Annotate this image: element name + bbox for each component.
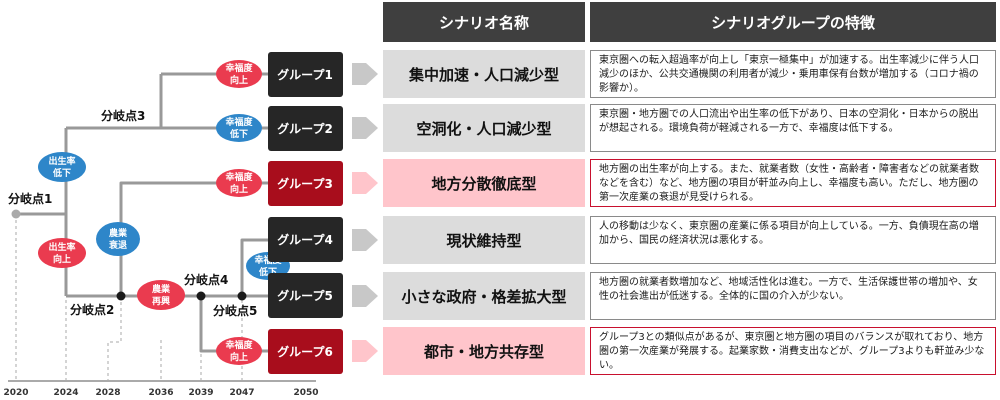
scenario-name-group2: 空洞化・人口減少型 <box>383 104 585 152</box>
group4-label: グループ4 <box>277 232 333 247</box>
svg-text:農業: 農業 <box>109 227 128 239</box>
scenario-name-group4: 現状維持型 <box>383 216 585 264</box>
year-2020: 2020 <box>3 388 28 398</box>
arrow-icon <box>352 340 378 362</box>
svg-text:再興: 再興 <box>152 296 170 307</box>
guide-2028 <box>107 296 122 381</box>
year-2036: 2036 <box>148 388 173 398</box>
svg-text:幸福度: 幸福度 <box>225 339 253 351</box>
group5-label: グループ5 <box>277 288 333 303</box>
group6-box <box>268 329 343 374</box>
scenario-desc-group2: 東京圏・地方圏での人口流出や出生率の低下があり、日本の空洞化・日本からの脱出が想… <box>590 104 996 152</box>
arrow-icon <box>352 285 378 307</box>
branch-point-2: 分岐点2 <box>70 302 114 317</box>
svg-text:農業: 農業 <box>152 283 171 295</box>
year-2047: 2047 <box>229 388 254 398</box>
year-2028: 2028 <box>95 388 120 398</box>
wellbeing-up-badge-g3: 幸福度 向上 <box>216 169 262 197</box>
scenario-tree: 2020 2024 2028 2036 2039 2047 2050 分岐点1 <box>3 52 378 398</box>
year-2024: 2024 <box>53 388 78 398</box>
node-start <box>11 209 21 219</box>
branch-point-4: 分岐点4 <box>184 272 228 287</box>
branch-point-3: 分岐点3 <box>101 108 145 123</box>
arrow-icon <box>352 63 378 85</box>
scenario-name-group1: 集中加速・人口減少型 <box>383 50 585 98</box>
branch-point-5: 分岐点5 <box>213 303 257 318</box>
svg-text:低下: 低下 <box>52 167 71 179</box>
group4-box <box>268 217 343 262</box>
agriculture-decline-badge: 農業 衰退 <box>96 222 140 256</box>
path-group4 <box>240 238 268 296</box>
year-2039: 2039 <box>188 388 213 398</box>
svg-text:向上: 向上 <box>53 253 71 265</box>
arrow-icon <box>352 229 378 251</box>
agriculture-revive-badge: 農業 再興 <box>137 280 185 310</box>
wellbeing-up-badge-g6: 幸福度 向上 <box>216 337 262 365</box>
header-scenario-name: シナリオ名称 <box>383 2 585 42</box>
scenario-name-group3: 地方分散徹底型 <box>383 159 585 207</box>
svg-text:出生率: 出生率 <box>48 241 75 253</box>
svg-text:出生率: 出生率 <box>48 155 75 167</box>
svg-text:向上: 向上 <box>230 183 248 195</box>
group5-box <box>268 273 343 318</box>
birth-rate-down-badge: 出生率 低下 <box>38 152 86 182</box>
arrow-icon <box>352 172 378 194</box>
birth-rate-up-badge: 出生率 向上 <box>38 238 86 268</box>
group2-box <box>268 106 343 151</box>
branch-point-1: 分岐点1 <box>8 191 52 206</box>
node-p5 <box>237 291 247 301</box>
scenario-desc-group3: 地方圏の出生率が向上する。また、就業者数（女性・高齢者・障害者などの就業者数など… <box>590 159 996 207</box>
group1-label: グループ1 <box>277 67 333 82</box>
node-p2 <box>116 291 126 301</box>
scenario-desc-group6: グループ3との類似点があるが、東京圏と地方圏の項目のバランスが取れており、地方圏… <box>590 327 996 375</box>
svg-text:幸福度: 幸福度 <box>225 116 253 128</box>
wellbeing-down-badge-g2: 幸福度 低下 <box>216 114 262 142</box>
svg-text:低下: 低下 <box>229 128 248 140</box>
svg-text:幸福度: 幸福度 <box>225 171 253 183</box>
group2-label: グループ2 <box>277 121 333 136</box>
group3-label: グループ3 <box>277 176 333 191</box>
year-2050: 2050 <box>293 388 318 398</box>
group3-box <box>268 161 343 206</box>
wellbeing-up-badge-g1: 幸福度 向上 <box>216 60 262 88</box>
scenario-desc-group1: 東京圏への転入超過率が向上し「東京一極集中」が加速する。出生率減少に伴う人口減少… <box>590 50 996 98</box>
node-p4 <box>196 291 206 301</box>
svg-text:向上: 向上 <box>230 351 248 363</box>
group6-label: グループ6 <box>277 344 333 359</box>
svg-text:幸福度: 幸福度 <box>225 62 253 74</box>
scenario-desc-group4: 人の移動は少なく、東京圏の産業に係る項目が向上している。一方、負債現在高の増加か… <box>590 216 996 264</box>
group1-box <box>268 52 343 97</box>
scenario-name-group6: 都市・地方共存型 <box>383 327 585 375</box>
header-scenario-feature: シナリオグループの特徴 <box>590 2 996 42</box>
svg-text:衰退: 衰退 <box>108 239 127 251</box>
scenario-desc-group5: 地方圏の就業者数増加など、地域活性化は進む。一方で、生活保護世帯の増加や、女性の… <box>590 272 996 320</box>
svg-text:向上: 向上 <box>230 74 248 86</box>
scenario-name-group5: 小さな政府・格差拡大型 <box>383 272 585 320</box>
arrow-icon <box>352 117 378 139</box>
